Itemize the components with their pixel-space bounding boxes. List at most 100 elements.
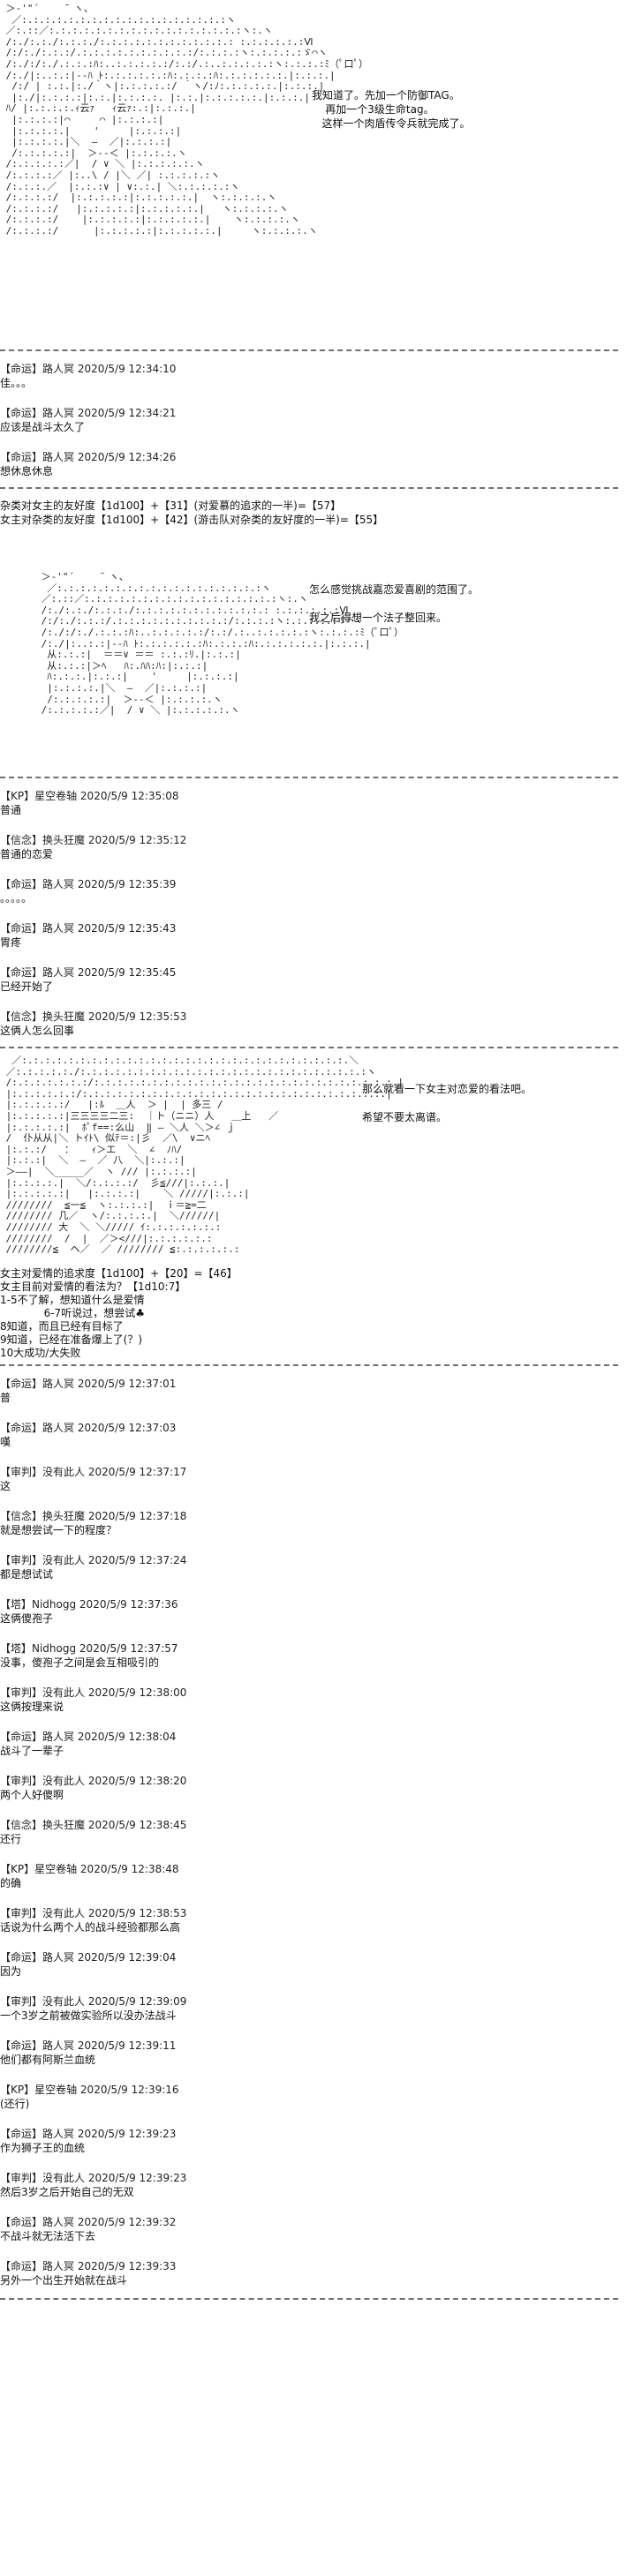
chat-message: 【命运】路人冥 2020/5/9 12:39:23 作为狮子王的血统	[0, 2127, 618, 2155]
ascii-art-character-3: ／:.:.:.:.:.:.:.:.:.:.:.:.:.:.:.:.:.:.:.:…	[5, 1055, 404, 1256]
chat-message: 【审判】没有此人 2020/5/9 12:39:23 然后3岁之后开始自己的无双	[0, 2171, 618, 2199]
message-header: 【审判】没有此人 2020/5/9 12:37:17	[0, 1466, 187, 1478]
message-header: 【信念】换头狂魔 2020/5/9 12:37:18	[0, 1510, 187, 1522]
message-header: 【审判】没有此人 2020/5/9 12:38:53	[0, 1907, 187, 1919]
message-body: 还行	[0, 1833, 22, 1845]
message-header: 【命运】路人冥 2020/5/9 12:39:04	[0, 1951, 177, 1964]
chat-message: 【塔】Nidhogg 2020/5/9 12:37:57 没事，傻孢子之间是会互…	[0, 1641, 618, 1670]
message-header: 【KP】星空卷轴 2020/5/9 12:39:16	[0, 2084, 179, 2096]
chat-message: 【审判】没有此人 2020/5/9 12:38:00 这俩按理来说	[0, 1686, 618, 1714]
message-header: 【KP】星空卷轴 2020/5/9 12:38:48	[0, 1863, 179, 1875]
message-body: 都是想试试	[0, 1568, 54, 1581]
message-body: 战斗了一辈子	[0, 1745, 64, 1757]
section-divider	[0, 2298, 618, 2300]
ascii-art-character-2: ＞‐'"´￣￣ ̄｀ヽ、 ／:.:.:.:.:.:.:.:.:.:.:.:.:.…	[41, 572, 404, 717]
message-header: 【信念】换头狂魔 2020/5/9 12:38:45	[0, 1819, 187, 1831]
dice-result-line: 女主对杂类的友好度【1d100】+【42】(游击队对杂类的友好度的一半)=【55…	[0, 514, 384, 526]
chat-message: 【命运】路人冥 2020/5/9 12:39:33 另外一个出生开始就在战斗	[0, 2259, 618, 2287]
message-body: 不战斗就无法活下去	[0, 2230, 96, 2242]
chat-message: 【KP】星空卷轴 2020/5/9 12:35:08 普通	[0, 789, 618, 817]
chat-message: 【信念】换头狂魔 2020/5/9 12:35:12 普通的恋爱	[0, 833, 618, 861]
art-caption-2: 怎么感觉挑战嘉恋爱喜剧的范围了。 我之后得想一个法子整回来。	[309, 583, 480, 624]
love-view-line: 9知道，已经在准备爆上了(？)	[0, 1333, 142, 1346]
love-view-line: 10大成功/大失败	[0, 1347, 81, 1359]
message-body: 普通的恋爱	[0, 848, 54, 860]
message-header: 【审判】没有此人 2020/5/9 12:38:20	[0, 1775, 187, 1787]
love-view-line: 8知道，而且已经有目标了	[0, 1320, 124, 1333]
love-view-line: 女主目前对爱情的看法为？【1d10:7】	[0, 1280, 186, 1293]
chat-message: 【命运】路人冥 2020/5/9 12:35:39 。。。。。	[0, 877, 618, 905]
ascii-art-character-1: ＞‐'"´￣￣ ̄｀ヽ、 ／:.:.:.:.:.:.:.:.:.:.:.:.:.…	[5, 4, 368, 237]
message-body: (还行)	[0, 2098, 30, 2110]
section-divider	[0, 1364, 618, 1366]
message-body: 。。。。。	[0, 892, 33, 905]
chat-message: 【命运】路人冥 2020/5/9 12:34:26 想休息休息	[0, 450, 618, 478]
chat-message: 【信念】换头狂魔 2020/5/9 12:37:18 就是想尝试一下的程度？	[0, 1509, 618, 1537]
message-header: 【审判】没有此人 2020/5/9 12:39:23	[0, 2172, 187, 2184]
message-body: 的确	[0, 1877, 22, 1889]
message-header: 【命运】路人冥 2020/5/9 12:37:03	[0, 1422, 177, 1434]
chat-message: 【命运】路人冥 2020/5/9 12:39:32 不战斗就无法活下去	[0, 2215, 618, 2243]
message-body: 这俩人怎么回事	[0, 1025, 75, 1037]
message-header: 【命运】路人冥 2020/5/9 12:38:04	[0, 1731, 177, 1743]
chat-message: 【命运】路人冥 2020/5/9 12:37:01 普	[0, 1377, 618, 1405]
message-body: 普通	[0, 804, 22, 816]
section-divider	[0, 487, 618, 489]
message-body: 就是想尝试一下的程度？	[0, 1524, 117, 1536]
chat-message: 【信念】换头狂魔 2020/5/9 12:35:53 这俩人怎么回事	[0, 1010, 618, 1038]
message-header: 【命运】路人冥 2020/5/9 12:39:23	[0, 2128, 177, 2140]
message-body: 没事，傻孢子之间是会互相吸引的	[0, 1656, 160, 1669]
message-header: 【审判】没有此人 2020/5/9 12:38:00	[0, 1686, 187, 1699]
art-caption-3: 那么就看一下女主对恋爱的看法吧。 希望不要太离谱。	[362, 1083, 533, 1123]
chat-message: 【KP】星空卷轴 2020/5/9 12:39:16 (还行)	[0, 2083, 618, 2111]
chat-message: 【命运】路人冥 2020/5/9 12:34:21 应该是战斗太久了	[0, 406, 618, 434]
message-header: 【命运】路人冥 2020/5/9 12:35:45	[0, 966, 177, 979]
message-header: 【命运】路人冥 2020/5/9 12:39:33	[0, 2260, 177, 2272]
section-divider	[0, 349, 618, 351]
message-body: 嘆	[0, 1436, 11, 1448]
message-header: 【命运】路人冥 2020/5/9 12:34:26	[0, 451, 177, 463]
message-body: 他们都有阿斯兰血统	[0, 2054, 96, 2066]
chat-message: 【命运】路人冥 2020/5/9 12:38:04 战斗了一辈子	[0, 1730, 618, 1758]
chat-message: 【KP】星空卷轴 2020/5/9 12:38:48 的确	[0, 1862, 618, 1890]
art-caption-1: 我知道了。先加一个防御TAG。 再加一个3级生命tag。 这样一个肉盾传令兵就完…	[312, 89, 471, 130]
section-divider	[0, 1047, 618, 1048]
message-header: 【命运】路人冥 2020/5/9 12:35:43	[0, 922, 177, 935]
message-header: 【命运】路人冥 2020/5/9 12:39:11	[0, 2039, 177, 2052]
chat-message: 【命运】路人冥 2020/5/9 12:34:10 佳。。。	[0, 362, 618, 390]
message-header: 【命运】路人冥 2020/5/9 12:34:21	[0, 407, 177, 419]
chat-message: 【塔】Nidhogg 2020/5/9 12:37:36 这俩傻孢子	[0, 1597, 618, 1626]
message-header: 【塔】Nidhogg 2020/5/9 12:37:36	[0, 1598, 178, 1611]
message-header: 【信念】换头狂魔 2020/5/9 12:35:53	[0, 1010, 187, 1023]
message-header: 【KP】星空卷轴 2020/5/9 12:35:08	[0, 790, 179, 802]
section-divider	[0, 777, 618, 778]
chat-message: 【命运】路人冥 2020/5/9 12:35:45 已经开始了	[0, 965, 618, 994]
love-view-line: 6-7听说过，想尝试♣	[0, 1307, 145, 1319]
message-body: 胃疼	[0, 936, 22, 949]
message-body: 普	[0, 1392, 11, 1404]
message-body: 应该是战斗太久了	[0, 421, 86, 433]
message-header: 【命运】路人冥 2020/5/9 12:34:10	[0, 363, 177, 375]
message-body: 另外一个出生开始就在战斗	[0, 2274, 128, 2287]
message-body: 一个3岁之前被做实验所以没办法战斗	[0, 2009, 177, 2022]
message-header: 【塔】Nidhogg 2020/5/9 12:37:57	[0, 1642, 178, 1655]
dice-result-line: 杂类对女主的友好度【1d100】+【31】(对爱慕的追求的一半)=【57】	[0, 499, 342, 512]
love-view-line: 女主对爱情的追求度【1d100】+【20】=【46】	[0, 1267, 238, 1280]
chat-message: 【命运】路人冥 2020/5/9 12:37:03 嘆	[0, 1421, 618, 1449]
message-body: 作为狮子王的血统	[0, 2142, 86, 2154]
message-header: 【命运】路人冥 2020/5/9 12:35:39	[0, 878, 177, 890]
message-body: 两个人好傻啊	[0, 1789, 64, 1801]
chat-message: 【审判】没有此人 2020/5/9 12:37:24 都是想试试	[0, 1553, 618, 1581]
chat-message: 【审判】没有此人 2020/5/9 12:37:17 这	[0, 1465, 618, 1493]
chat-message: 【信念】换头狂魔 2020/5/9 12:38:45 还行	[0, 1818, 618, 1846]
message-header: 【命运】路人冥 2020/5/9 12:37:01	[0, 1378, 177, 1390]
chat-message: 【审判】没有此人 2020/5/9 12:39:09 一个3岁之前被做实验所以没…	[0, 1994, 618, 2023]
message-body: 这俩傻孢子	[0, 1612, 54, 1625]
chat-message: 【命运】路人冥 2020/5/9 12:39:04 因为	[0, 1950, 618, 1979]
message-body: 这俩按理来说	[0, 1701, 64, 1713]
message-body: 然后3岁之后开始自己的无双	[0, 2186, 134, 2198]
message-body: 已经开始了	[0, 980, 54, 993]
chat-message: 【审判】没有此人 2020/5/9 12:38:53 话说为什么两个人的战斗经验…	[0, 1906, 618, 1934]
message-header: 【命运】路人冥 2020/5/9 12:39:32	[0, 2216, 177, 2228]
